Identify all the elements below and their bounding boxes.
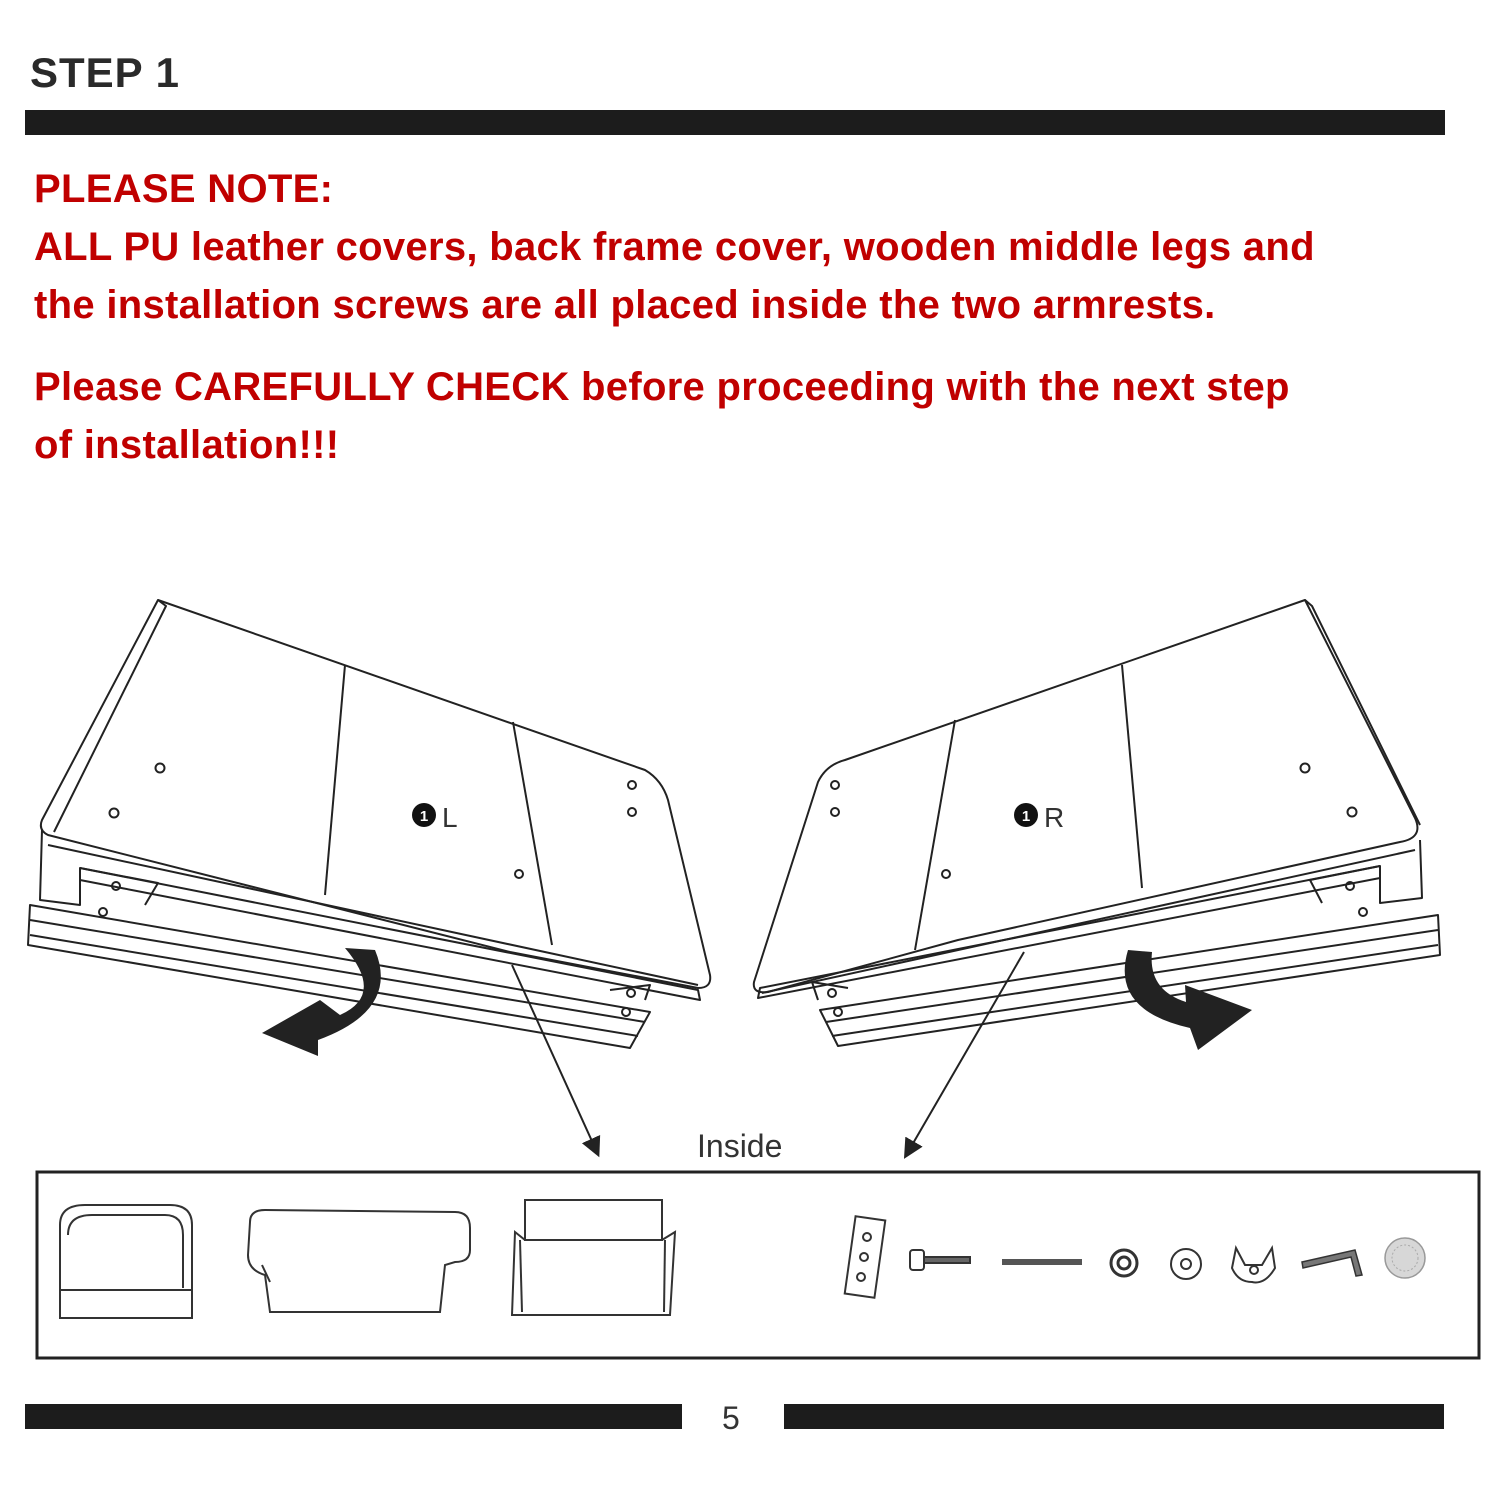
wing-nut-icon <box>1230 1245 1277 1284</box>
armrest-cover-icon <box>59 1204 193 1319</box>
check-block: Please CAREFULLY CHECK before proceeding… <box>34 358 1290 474</box>
bracket-icon <box>843 1215 887 1299</box>
open-left-arrow-icon <box>262 948 381 1056</box>
right-armrest-number: 1 <box>1022 808 1030 825</box>
check-line-1: Please CAREFULLY CHECK before proceeding… <box>34 365 1290 409</box>
top-rule <box>25 110 1445 135</box>
felt-pad-icon <box>1384 1237 1426 1279</box>
note-heading: PLEASE NOTE: <box>34 167 334 211</box>
note-line-1: ALL PU leather covers, back frame cover,… <box>34 225 1315 269</box>
footer-rule-right <box>784 1404 1444 1429</box>
right-armrest-label: R <box>1044 802 1064 833</box>
footer-rule-left <box>25 1404 682 1429</box>
note-line-2: the installation screws are all placed i… <box>34 283 1216 327</box>
back-frame-cover-icon <box>246 1208 471 1313</box>
step-title: STEP 1 <box>30 49 180 96</box>
check-line-2: of installation!!! <box>34 423 340 467</box>
left-armrest <box>27 599 712 1049</box>
flat-washer-icon <box>1170 1248 1202 1280</box>
rod-icon <box>1002 1259 1082 1265</box>
bolt-icon <box>909 1249 971 1271</box>
lock-washer-icon <box>1109 1248 1139 1278</box>
left-armrest-number: 1 <box>420 808 428 825</box>
note-block: PLEASE NOTE: ALL PU leather covers, back… <box>34 160 1315 334</box>
left-armrest-tag: 1 L <box>412 802 458 833</box>
seat-cover-icon <box>510 1199 677 1316</box>
inside-label: Inside <box>697 1128 783 1164</box>
allen-key-icon <box>1301 1249 1363 1277</box>
inside-pointer-left-icon <box>511 964 601 1158</box>
inside-pointer-right-icon <box>903 951 1025 1159</box>
left-armrest-label: L <box>442 802 458 833</box>
open-right-arrow-icon <box>1124 950 1252 1050</box>
right-armrest-tag: 1 R <box>1014 802 1064 833</box>
page-number: 5 <box>722 1400 740 1436</box>
right-armrest <box>752 599 1441 1047</box>
